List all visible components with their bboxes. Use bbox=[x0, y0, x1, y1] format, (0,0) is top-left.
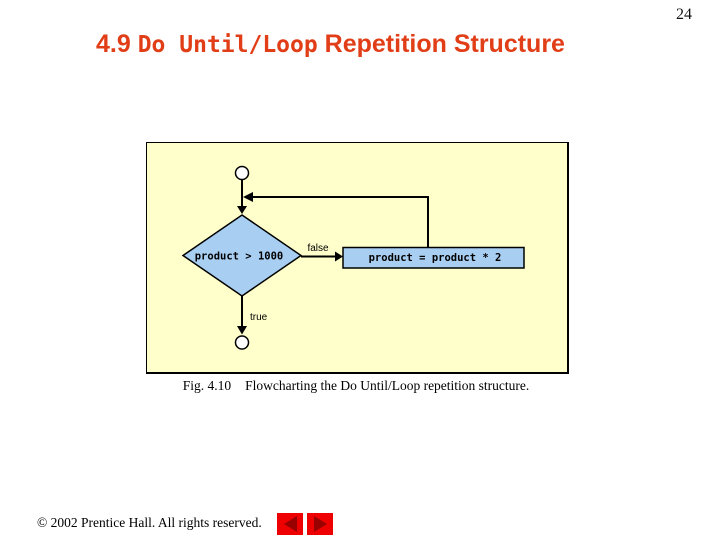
nav-forward-button[interactable] bbox=[307, 513, 333, 535]
slide-title: 4.9 Do Until/Loop Repetition Structure bbox=[96, 30, 565, 59]
arrowhead-into-process bbox=[335, 251, 343, 262]
true-branch-label: true bbox=[250, 312, 268, 323]
title-suffix: Repetition Structure bbox=[317, 30, 565, 58]
copyright-text: © 2002 Prentice Hall. All rights reserve… bbox=[37, 515, 262, 530]
page-number: 24 bbox=[676, 6, 692, 23]
arrowhead-loop-left bbox=[243, 192, 253, 202]
loop-feedback-line bbox=[253, 196, 429, 247]
title-section-number: 4.9 bbox=[96, 30, 138, 58]
figure-number: Fig. 4.10 bbox=[182, 378, 232, 393]
title-code-segment: Do Until/Loop bbox=[137, 32, 318, 58]
forward-arrow-icon bbox=[313, 516, 327, 532]
arrowhead-into-decision bbox=[237, 206, 247, 214]
false-branch-label: false bbox=[307, 243, 329, 254]
back-arrow-icon bbox=[283, 516, 297, 532]
process-rectangle bbox=[342, 246, 525, 269]
figure-caption: Fig. 4.10 Flowcharting the Do Until/Loop … bbox=[146, 378, 566, 394]
process-label: product = product * 2 bbox=[369, 252, 502, 264]
flowchart-panel: product > 1000 false product = product *… bbox=[146, 142, 569, 374]
decision-label: product > 1000 bbox=[195, 251, 284, 263]
figure-caption-text: Flowcharting the Do Until/Loop repetitio… bbox=[245, 378, 530, 393]
nav-back-button[interactable] bbox=[277, 513, 303, 535]
entry-connector-circle bbox=[234, 165, 250, 181]
arrowhead-into-exit bbox=[237, 326, 247, 335]
exit-connector-circle bbox=[234, 335, 250, 350]
flowchart-svg: product > 1000 false product = product *… bbox=[181, 165, 525, 350]
